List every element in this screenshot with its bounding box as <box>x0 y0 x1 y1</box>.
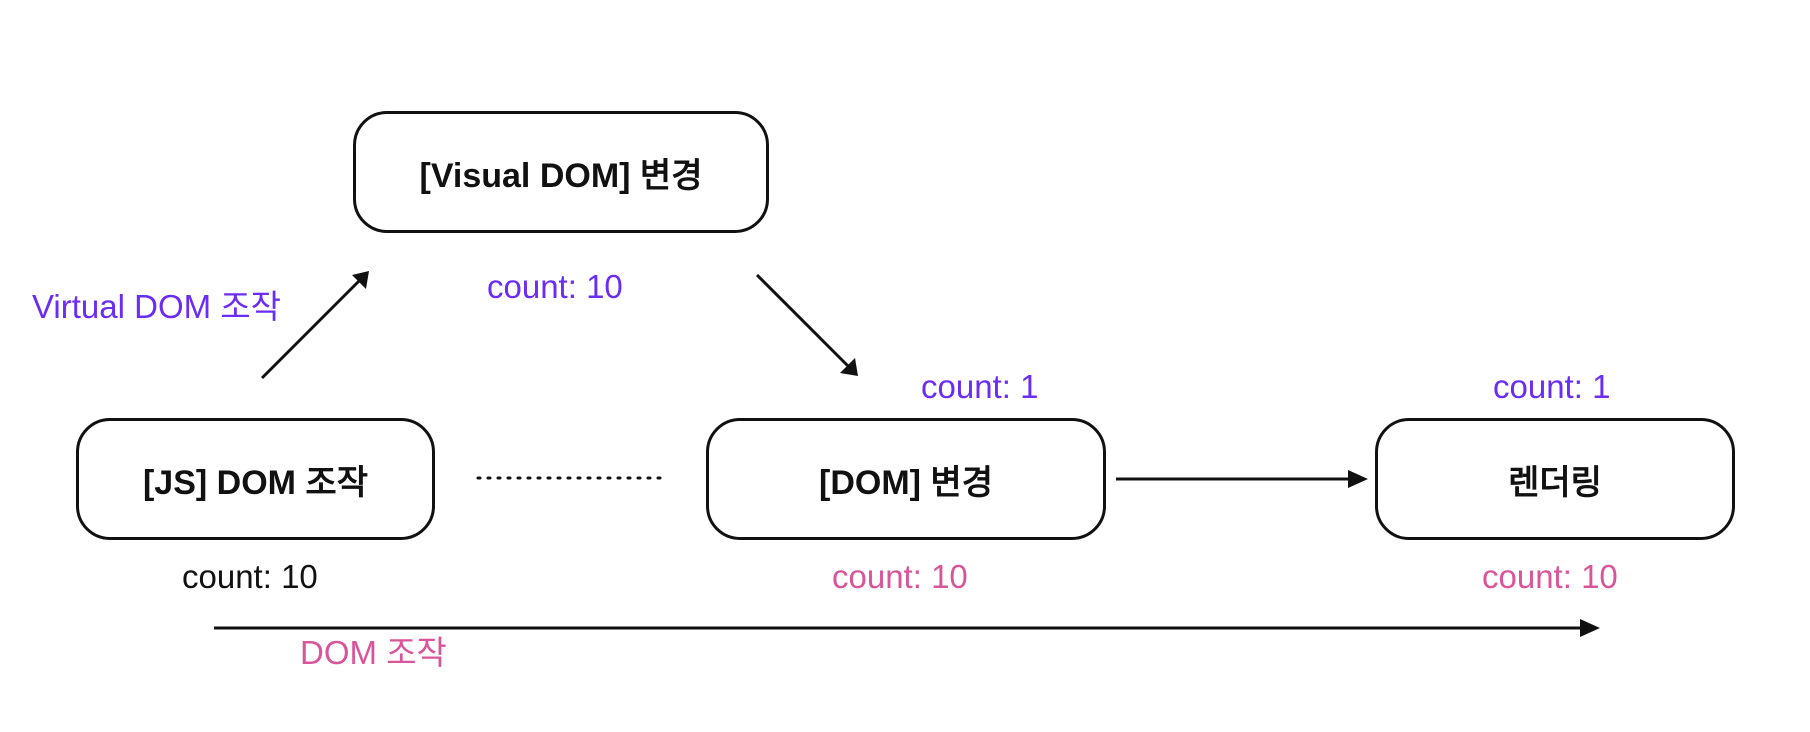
rendering-count-bottom-label: count: 10 <box>1482 558 1618 595</box>
node-js-dom: [JS] DOM 조작 <box>76 418 435 540</box>
node-visual-dom-label: [Visual DOM] 변경 <box>419 156 703 195</box>
dom-op-label: DOM 조작 <box>300 634 447 671</box>
arrowhead-dom-to-render <box>1348 470 1368 488</box>
node-rendering: 렌더링 <box>1375 418 1735 540</box>
node-dom-change: [DOM] 변경 <box>706 418 1106 540</box>
arrowhead-dom-op-bottom <box>1580 619 1600 637</box>
dom-change-count-top-label: count: 1 <box>921 368 1039 405</box>
arrow-visual-to-dom <box>755 273 852 370</box>
node-rendering-label: 렌더링 <box>1508 463 1602 502</box>
dom-change-count-bottom-label: count: 10 <box>832 558 968 595</box>
virtual-dom-op-label: Virtual DOM 조작 <box>32 288 281 325</box>
arrowhead-visual-to-dom <box>840 358 858 376</box>
node-dom-change-label: [DOM] 변경 <box>819 463 993 502</box>
arrowhead-js-to-visual <box>352 271 369 289</box>
rendering-count-top-label: count: 1 <box>1493 368 1611 405</box>
node-js-dom-label: [JS] DOM 조작 <box>142 463 368 502</box>
visual-dom-count-label: count: 10 <box>487 268 623 305</box>
arrow-js-to-visual <box>260 272 368 380</box>
js-dom-count-label: count: 10 <box>182 558 318 595</box>
node-visual-dom: [Visual DOM] 변경 <box>353 111 769 233</box>
